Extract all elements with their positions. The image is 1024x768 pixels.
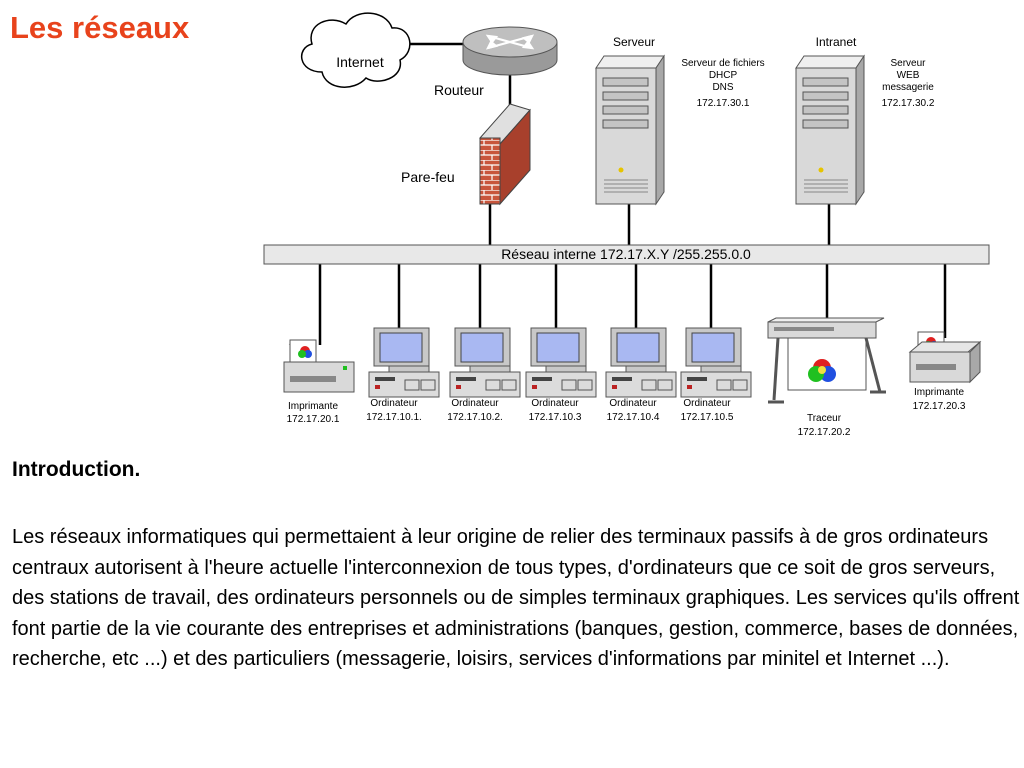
printer-name: Imprimante [288, 401, 338, 412]
computer-icon [680, 327, 752, 398]
computer-icon [605, 327, 677, 398]
internet-cloud: Internet [300, 12, 411, 88]
connection-lines [318, 42, 947, 345]
intranet-info-line: messagerie [882, 82, 934, 93]
server-info-line: DNS [712, 82, 733, 93]
internet-label: Internet [336, 54, 384, 70]
intro-paragraph: Les réseaux informatiques qui permettaie… [12, 526, 1020, 670]
intranet-ip: 172.17.30.2 [882, 98, 935, 109]
intranet-title: Intranet [816, 35, 857, 49]
intro-heading: Introduction. [12, 458, 141, 481]
firewall-label: Pare-feu [401, 169, 455, 185]
network-bus-label: Réseau interne 172.17.X.Y /255.255.0.0 [501, 246, 751, 262]
server-ip: 172.17.30.1 [697, 98, 750, 109]
computer-icon [449, 327, 521, 398]
network-diagram: Internet Routeur Pare-feu [263, 12, 990, 438]
intranet-server-icon [795, 54, 865, 206]
computer-name: Ordinateur [609, 398, 657, 409]
computer-name: Ordinateur [683, 398, 731, 409]
computer-name: Ordinateur [531, 398, 579, 409]
server-info-line: Serveur de fichiers [681, 58, 764, 69]
router-label: Routeur [434, 82, 484, 98]
plotter-name: Traceur [807, 413, 842, 424]
router-icon [462, 26, 558, 76]
printer-ip: 172.17.20.1 [287, 414, 340, 425]
computer-name: Ordinateur [451, 398, 499, 409]
computer-ip: 172.17.10.5 [681, 412, 734, 423]
computer-ip: 172.17.10.2. [447, 412, 503, 423]
computer-icon [368, 327, 440, 398]
computer-ip: 172.17.10.1. [366, 412, 422, 423]
page-title: Les réseaux [10, 10, 190, 45]
printer-ip: 172.17.20.3 [913, 401, 966, 412]
printer-name: Imprimante [914, 387, 964, 398]
computer-name: Ordinateur [370, 398, 418, 409]
intranet-info-line: Serveur [890, 58, 926, 69]
server-tower-icon [595, 54, 665, 206]
server-title: Serveur [613, 35, 655, 49]
plotter-icon [767, 317, 886, 404]
firewall-icon [479, 103, 531, 206]
server-info-line: DHCP [709, 70, 738, 81]
computer-ip: 172.17.10.3 [529, 412, 582, 423]
printer-icon [908, 331, 982, 384]
computer-icon [525, 327, 597, 398]
plotter-ip: 172.17.20.2 [798, 427, 851, 438]
intranet-info-line: WEB [897, 70, 920, 81]
computer-ip: 172.17.10.4 [607, 412, 660, 423]
printer-icon [283, 339, 355, 393]
network-bus: Réseau interne 172.17.X.Y /255.255.0.0 [263, 244, 990, 265]
